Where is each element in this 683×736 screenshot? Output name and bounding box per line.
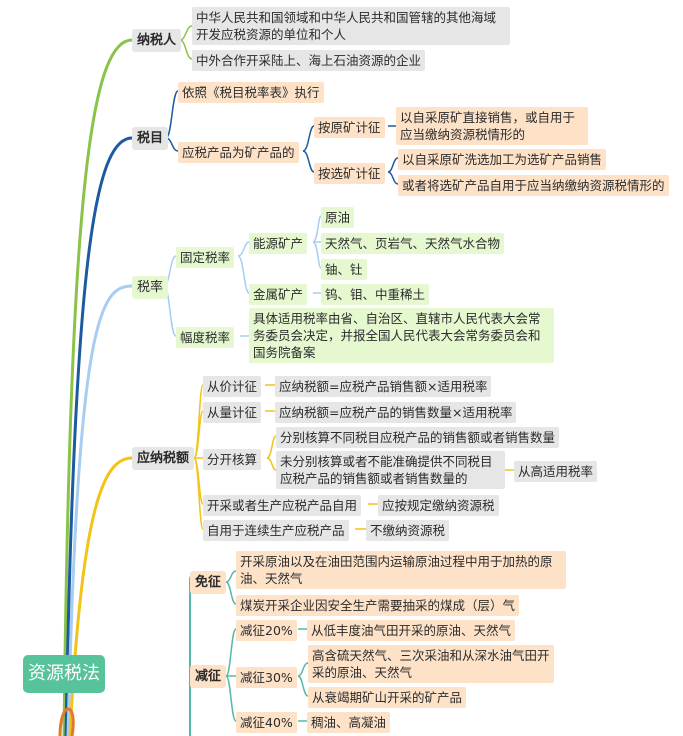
reduction-30-item-1[interactable]: 高含硫天然气、三次采油和从深水油气田开采的原油、天然气 bbox=[308, 645, 554, 683]
payable-continuous-result[interactable]: 不缴纳资源税 bbox=[366, 520, 450, 541]
branch-payable[interactable]: 应纳税额 bbox=[132, 447, 195, 470]
taxpayer-item-2[interactable]: 中外合作开采陆上、海上石油资源的企业 bbox=[192, 50, 426, 71]
taxitem-by-raw[interactable]: 按原矿计征 bbox=[314, 117, 385, 138]
branch-taxitem[interactable]: 税目 bbox=[132, 127, 169, 150]
reduction-40-item-1[interactable]: 稠油、高凝油 bbox=[307, 712, 391, 733]
payable-continuous[interactable]: 自用于连续生产应税产品 bbox=[203, 520, 349, 541]
taxitem-by-select[interactable]: 按选矿计征 bbox=[314, 163, 385, 184]
rate-energy-item-1[interactable]: 原油 bbox=[321, 207, 355, 228]
taxpayer-item-1[interactable]: 中华人民共和国领域和中华人民共和国管辖的其他海域开发应税资源的单位和个人 bbox=[192, 7, 510, 45]
rate-range[interactable]: 幅度税率 bbox=[176, 327, 235, 348]
reduction-20[interactable]: 减征20% bbox=[236, 620, 297, 641]
branch-exemption[interactable]: 免征 bbox=[190, 571, 227, 594]
taxitem-by-select-desc-1[interactable]: 以自采原矿洗选加工为选矿产品销售 bbox=[398, 149, 607, 170]
payable-ad-valorem-formula[interactable]: 应纳税额=应税产品销售额×适用税率 bbox=[275, 376, 492, 397]
taxitem-by-raw-desc[interactable]: 以自采原矿直接销售，或自用于应当缴纳资源税情形的 bbox=[396, 107, 588, 145]
rate-range-desc[interactable]: 具体适用税率由省、自治区、直辖市人民代表大会常务委员会决定，并报全国人民代表大会… bbox=[249, 308, 554, 363]
rate-fixed[interactable]: 固定税率 bbox=[176, 247, 235, 268]
payable-specific[interactable]: 从量计征 bbox=[203, 402, 262, 423]
reduction-30-item-2[interactable]: 从衰竭期矿山开采的矿产品 bbox=[308, 687, 467, 708]
payable-ad-valorem[interactable]: 从价计征 bbox=[203, 376, 262, 397]
reduction-20-item-1[interactable]: 从低丰度油气田开采的原油、天然气 bbox=[307, 620, 516, 641]
payable-separate-b-result[interactable]: 从高适用税率 bbox=[514, 461, 598, 482]
rate-metal[interactable]: 金属矿产 bbox=[249, 284, 308, 305]
payable-separate-a[interactable]: 分别核算不同税目应税产品的销售额或者销售数量 bbox=[276, 427, 560, 448]
payable-separate-b[interactable]: 未分别核算或者不能准确提供不同税目应税产品的销售额或者销售数量的 bbox=[276, 451, 505, 489]
branch-reduction[interactable]: 减征 bbox=[190, 665, 227, 688]
rate-metal-item-1[interactable]: 钨、钼、中重稀土 bbox=[321, 284, 430, 305]
payable-separate[interactable]: 分开核算 bbox=[203, 449, 262, 470]
rate-energy[interactable]: 能源矿产 bbox=[249, 233, 308, 254]
reduction-30[interactable]: 减征30% bbox=[236, 667, 297, 688]
rate-energy-item-3[interactable]: 铀、钍 bbox=[321, 259, 367, 280]
taxitem-mineral[interactable]: 应税产品为矿产品的 bbox=[178, 142, 299, 163]
payable-specific-formula[interactable]: 应纳税额=应税产品的销售数量×适用税率 bbox=[275, 402, 517, 423]
exemption-item-1[interactable]: 开采原油以及在油田范围内运输原油过程中用于加热的原油、天然气 bbox=[236, 551, 566, 589]
payable-self-use[interactable]: 开采或者生产应税产品自用 bbox=[203, 495, 362, 516]
rate-energy-item-2[interactable]: 天然气、页岩气、天然气水合物 bbox=[321, 233, 505, 254]
taxitem-by-select-desc-2[interactable]: 或者将选矿产品自用于应当纳缴纳资源税情形的 bbox=[398, 175, 669, 196]
root-node[interactable]: 资源税法 bbox=[23, 655, 105, 693]
branch-rate[interactable]: 税率 bbox=[132, 276, 169, 299]
reduction-40[interactable]: 减征40% bbox=[236, 712, 297, 733]
payable-self-use-result[interactable]: 应按规定缴纳资源税 bbox=[378, 495, 499, 516]
taxitem-rule[interactable]: 依照《税目税率表》执行 bbox=[178, 82, 324, 103]
exemption-item-2[interactable]: 煤炭开采企业因安全生产需要抽采的煤成（层）气 bbox=[236, 595, 520, 616]
branch-taxpayer[interactable]: 纳税人 bbox=[132, 29, 182, 52]
